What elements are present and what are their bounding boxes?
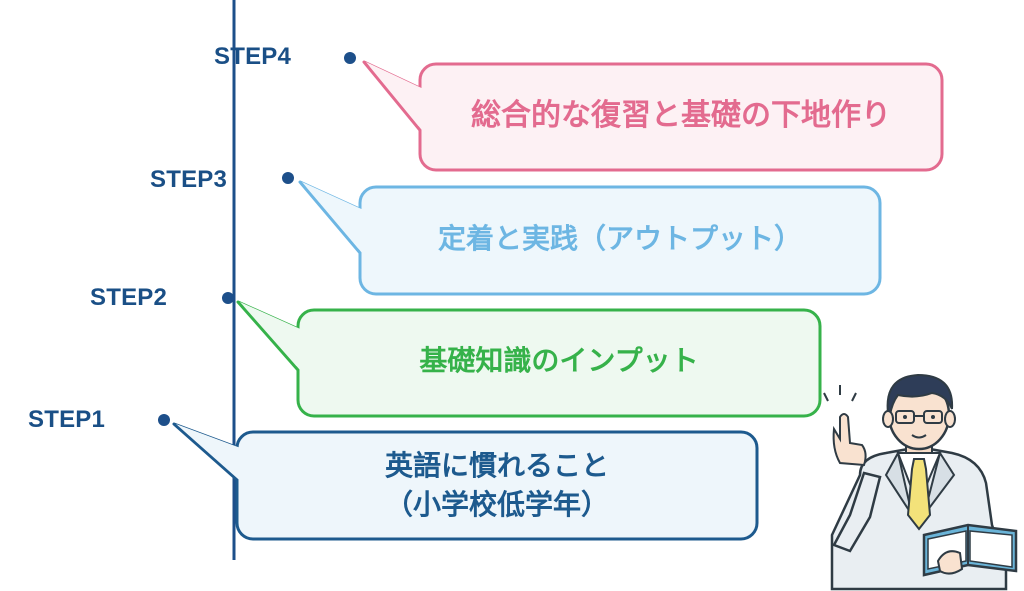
step4-label: STEP4 [214, 43, 292, 70]
step3-dot [282, 172, 294, 184]
step2-dot [222, 292, 234, 304]
step3-bubble [298, 180, 882, 296]
step4-bubble [362, 60, 944, 172]
step2-label: STEP2 [90, 284, 168, 311]
step4-text: 総合的な復習と基礎の下地作り [471, 98, 891, 133]
step2-text: 基礎知識のインプット [419, 344, 699, 377]
step3-text: 定着と実践（アウトプット） [437, 222, 802, 255]
step2-bubble [236, 300, 822, 418]
teacher-illustration [823, 373, 1018, 591]
step1-bubble [172, 422, 759, 541]
step4-dot [344, 52, 356, 64]
step1-dot [158, 414, 170, 426]
step1-text-line2: （小学校低学年） [384, 488, 609, 521]
step1-label: STEP1 [28, 406, 106, 433]
step1-text-line1: 英語に慣れること [384, 449, 609, 482]
step3-label: STEP3 [150, 166, 228, 193]
